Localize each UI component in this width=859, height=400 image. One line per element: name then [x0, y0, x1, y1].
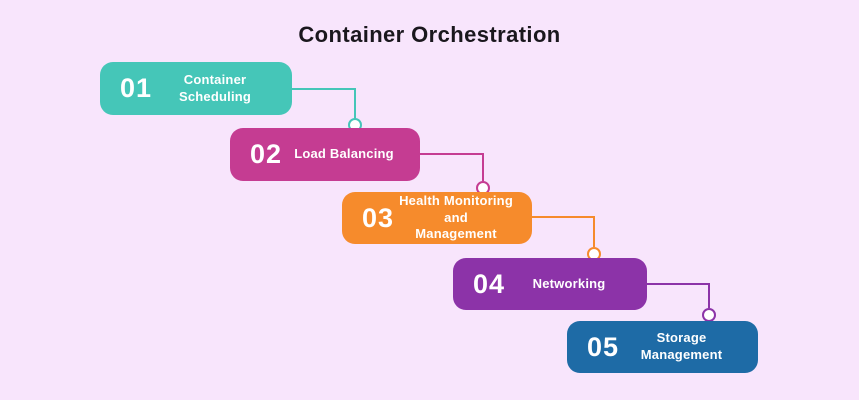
connector-line-01-02: [292, 88, 356, 119]
step-02-load-balancing: 02 Load Balancing: [230, 128, 420, 181]
step-label: Load Balancing: [294, 146, 394, 162]
step-05-storage-management: 05 Storage Management: [567, 321, 758, 373]
connector-node-04-05: [702, 308, 716, 322]
step-label: Container Scheduling: [178, 71, 252, 104]
diagram-title: Container Orchestration: [298, 22, 561, 47]
step-04-networking: 04 Networking: [453, 258, 647, 310]
connector-line-03-04: [532, 216, 595, 247]
step-number: 05: [587, 331, 620, 362]
connector-line-04-05: [647, 283, 710, 308]
step-number: 04: [473, 268, 506, 299]
step-label: Health Monitoring and Management: [399, 192, 513, 242]
step-01-container-scheduling: 01 Container Scheduling: [100, 62, 292, 115]
step-03-health-monitoring-and-management: 03 Health Monitoring and Management: [342, 192, 532, 244]
step-label: Storage Management: [640, 330, 723, 362]
step-number: 03: [362, 202, 395, 233]
connector-line-02-03: [420, 153, 484, 181]
step-number: 01: [120, 73, 153, 103]
step-label: Networking: [532, 275, 606, 291]
step-number: 02: [250, 139, 283, 169]
